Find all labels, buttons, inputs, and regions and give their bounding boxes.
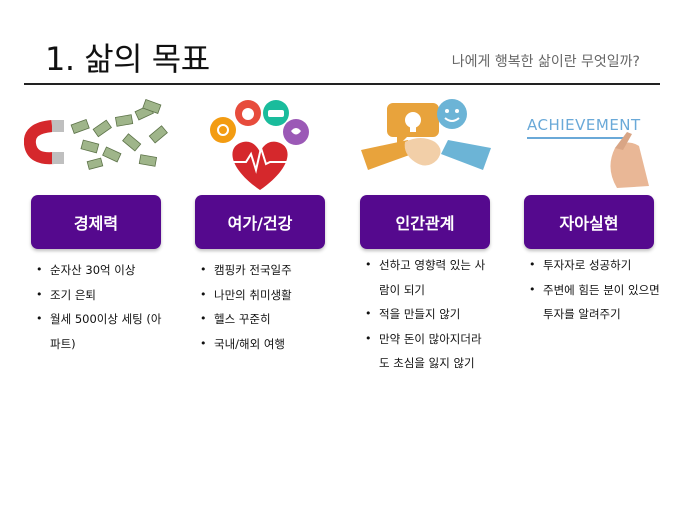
list-item: 순자산 30억 이상 — [36, 258, 176, 283]
heart-lifestyle-icon — [210, 100, 309, 190]
list-item: 월세 500이상 세팅 (아파트) — [36, 307, 168, 356]
list-item: 만약 돈이 많아지더라도 초심을 잃지 않기 — [365, 327, 491, 376]
goal-list-economy: 순자산 30억 이상 조기 은퇴 월세 500이상 세팅 (아파트) — [36, 258, 176, 356]
goal-button-self[interactable]: 자아실현 — [524, 195, 654, 249]
goal-list-relationship: 선하고 영향력 있는 사람이 되기 적을 만들지 않기 만약 돈이 많아지더라도… — [365, 253, 505, 376]
goal-list-leisure: 캠핑카 전국일주 나만의 취미생활 헬스 꾸준히 국내/해외 여행 — [200, 258, 340, 356]
goal-button-leisure[interactable]: 여가/건강 — [195, 195, 325, 249]
list-item: 국내/해외 여행 — [200, 332, 340, 357]
goal-list-self: 투자자로 성공하기 주변에 힘든 분이 있으면 투자를 알려주기 — [529, 253, 669, 327]
list-item: 선하고 영향력 있는 사람이 되기 — [365, 253, 491, 302]
handshake-icon — [361, 99, 491, 170]
achievement-text: ACHIEVEMENT — [527, 116, 641, 134]
list-item: 헬스 꾸준히 — [200, 307, 340, 332]
list-item: 캠핑카 전국일주 — [200, 258, 340, 283]
page-title: 1. 삶의 목표 — [45, 40, 210, 78]
magnet-money-icon — [24, 98, 168, 170]
list-item: 나만의 취미생활 — [200, 283, 340, 308]
achievement-hand-icon: ACHIEVEMENT — [527, 116, 649, 188]
list-item: 투자자로 성공하기 — [529, 253, 669, 278]
goal-button-relationship[interactable]: 인간관계 — [360, 195, 490, 249]
goal-button-economy[interactable]: 경제력 — [31, 195, 161, 249]
list-item: 조기 은퇴 — [36, 283, 176, 308]
header-divider — [24, 83, 660, 85]
list-item: 적을 만들지 않기 — [365, 302, 505, 327]
page-subtitle: 나에게 행복한 삶이란 무엇일까? — [451, 54, 640, 70]
list-item: 주변에 힘든 분이 있으면 투자를 알려주기 — [529, 278, 669, 327]
